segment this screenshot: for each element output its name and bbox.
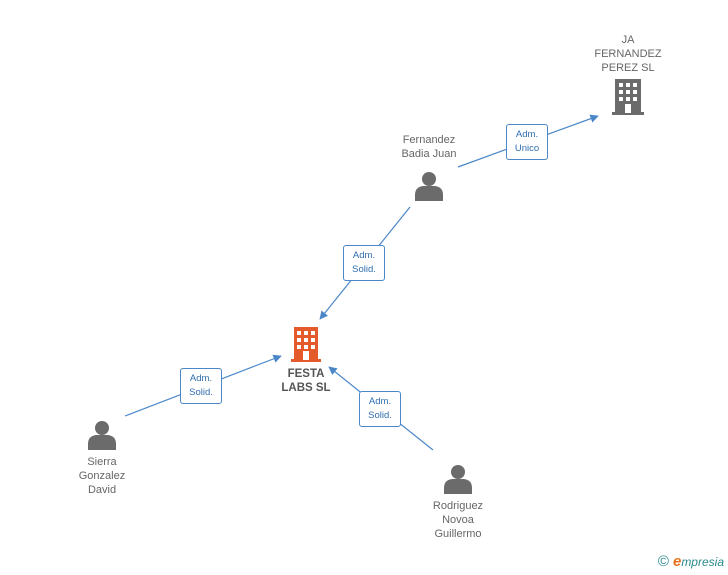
node-label: JA FERNANDEZ PEREZ SL: [594, 34, 662, 74]
building-icon: [291, 327, 321, 362]
node-rodriguez-novoa[interactable]: Rodriguez Novoa Guillermo: [408, 464, 508, 541]
brand-name: empresia: [672, 553, 724, 570]
building-icon: [612, 79, 644, 115]
person-icon: [444, 465, 472, 494]
node-fernandez-badia[interactable]: Fernandez Badia Juan: [379, 133, 479, 206]
node-label: FESTA LABS SL: [281, 368, 331, 394]
empresia-logo[interactable]: © empresia: [658, 553, 724, 570]
node-festa-labs[interactable]: FESTA LABS SL: [256, 327, 356, 395]
person-icon: [415, 172, 443, 201]
node-label: Rodriguez Novoa Guillermo: [432, 500, 484, 540]
copyright-icon: ©: [657, 553, 669, 570]
edge-badge-adm-solid[interactable]: Adm. Solid.: [343, 245, 385, 281]
person-icon: [88, 421, 116, 450]
edge-badge-adm-solid[interactable]: Adm. Solid.: [359, 391, 401, 427]
node-ja-fernandez[interactable]: JA FERNANDEZ PEREZ SL: [578, 33, 678, 120]
node-label: Fernandez Badia Juan: [401, 134, 457, 160]
node-sierra-gonzalez[interactable]: Sierra Gonzalez David: [52, 420, 152, 497]
node-label: Sierra Gonzalez David: [78, 456, 126, 496]
edge-badge-adm-solid[interactable]: Adm. Solid.: [180, 368, 222, 404]
edge-badge-adm-unico[interactable]: Adm. Unico: [506, 124, 548, 160]
